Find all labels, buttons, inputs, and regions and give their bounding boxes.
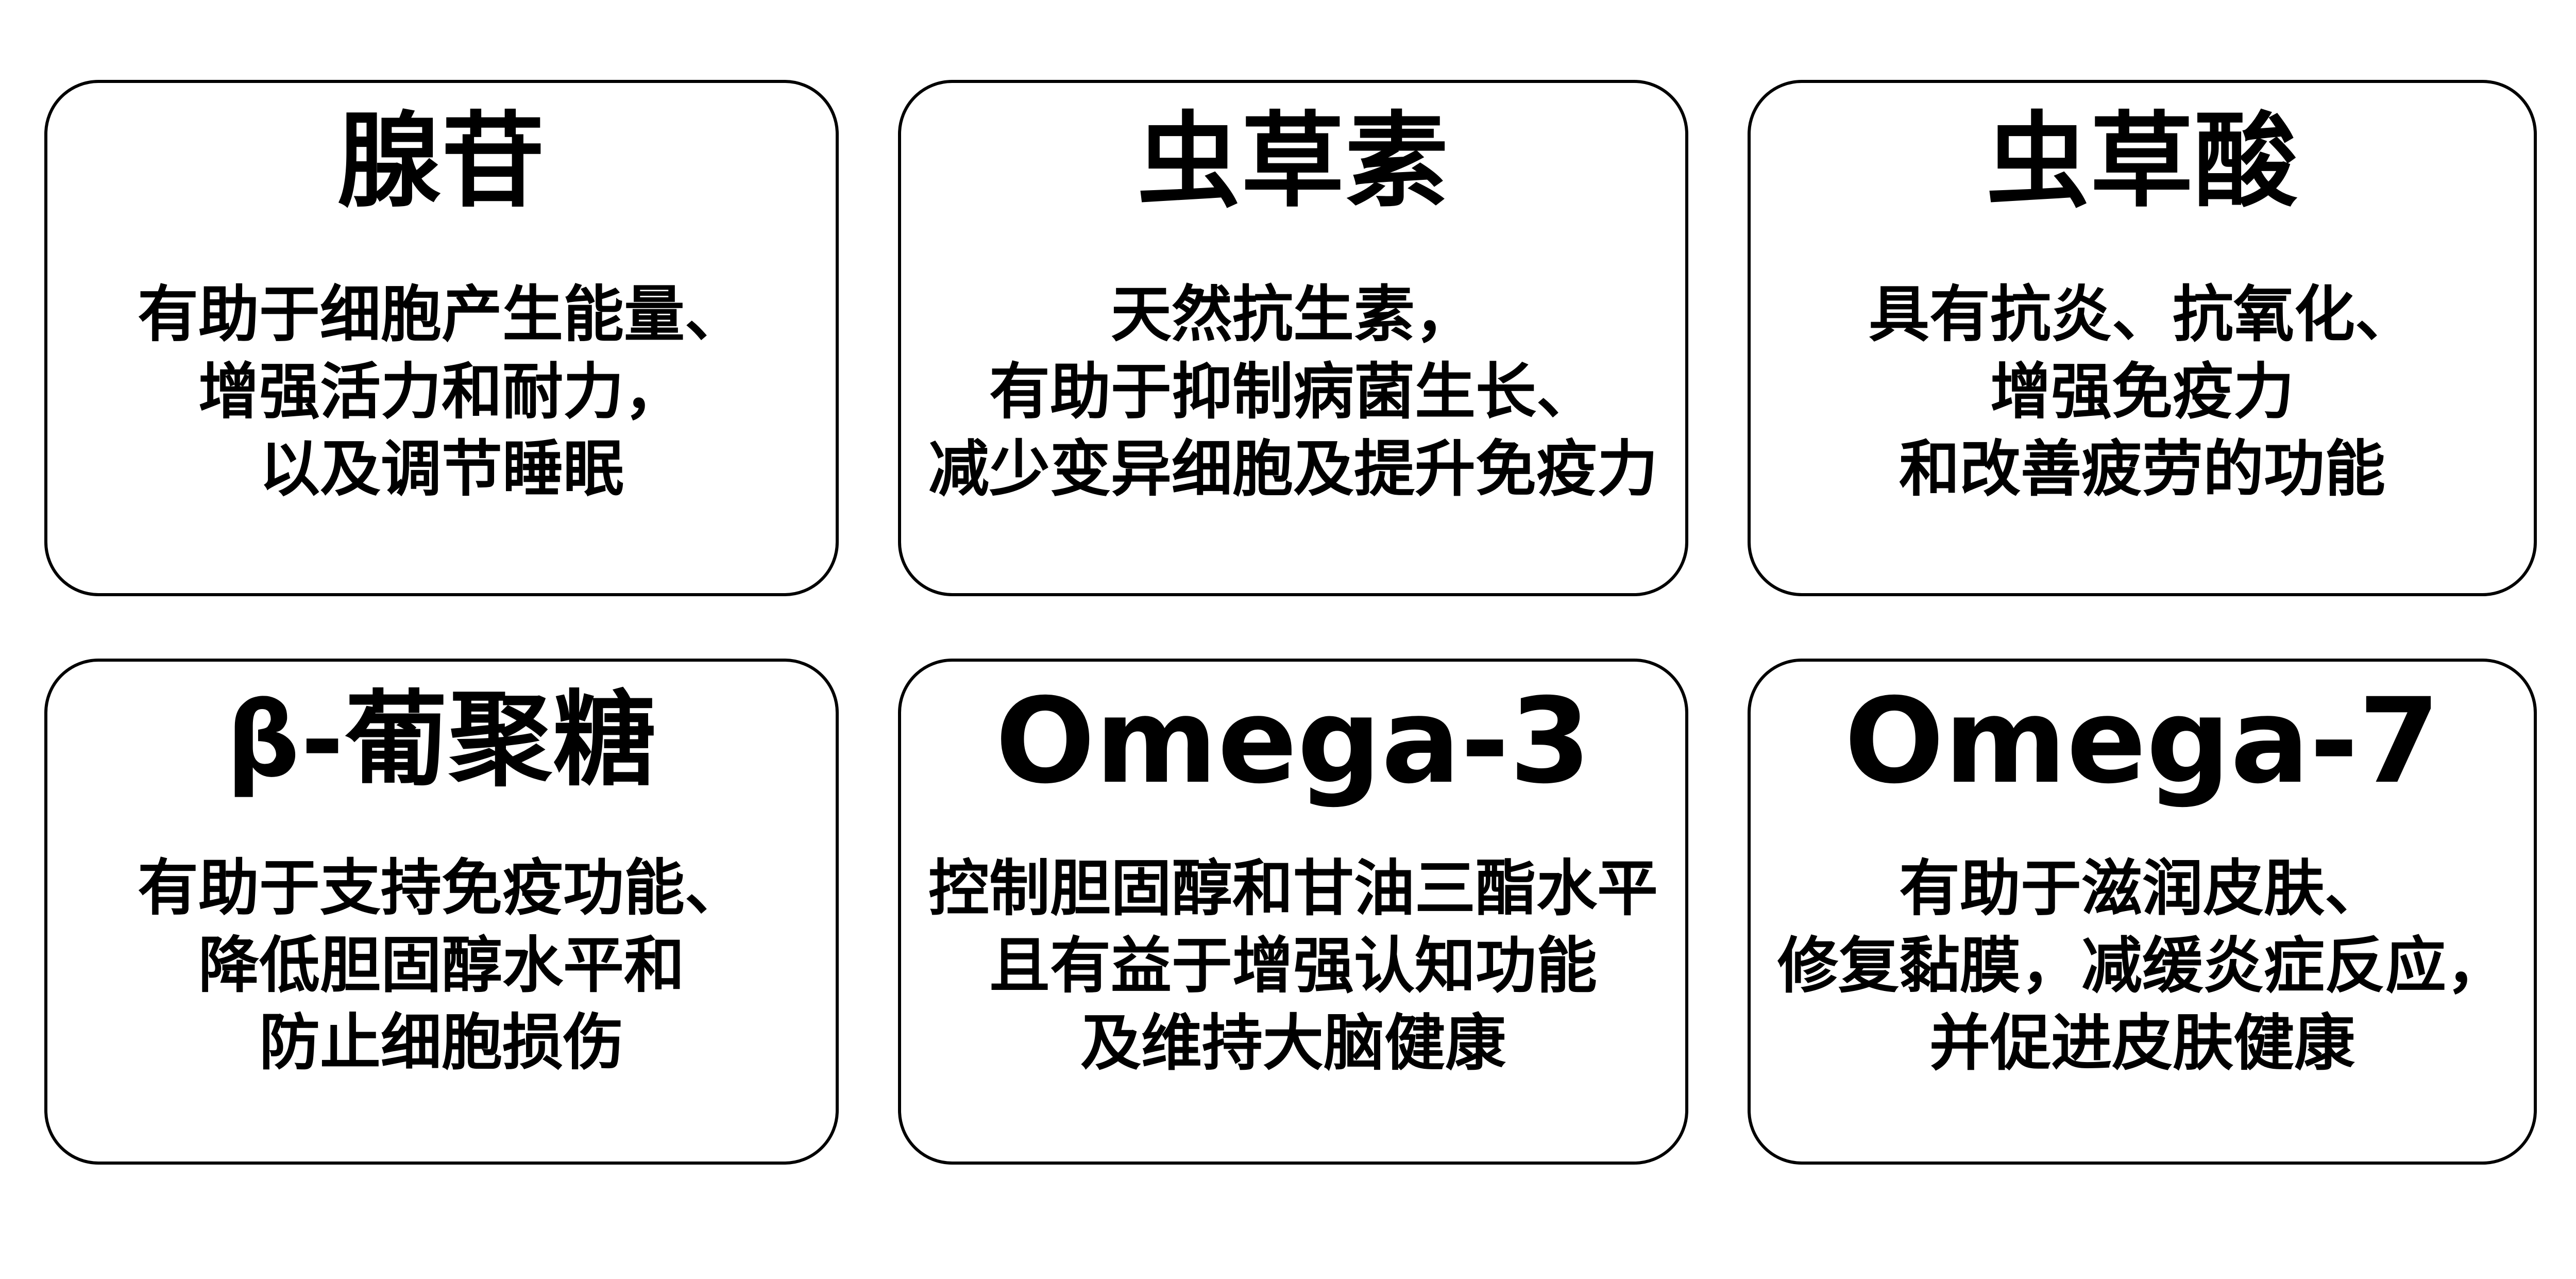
description-line: 有助于支持免疫功能、	[137, 852, 745, 923]
card-description: 天然抗生素， 有助于抑制病菌生长、 减少变异细胞及提升免疫力	[928, 276, 1658, 508]
description-line: 降低胆固醇水平和	[198, 930, 685, 1001]
description-line: 有助于细胞产生能量、	[137, 279, 745, 350]
description-line: 和改善疲劳的功能	[1899, 433, 2385, 504]
description-line: 有助于抑制病菌生长、	[989, 356, 1597, 427]
description-line: 修复黏膜，减缓炎症反应，	[1777, 930, 2507, 1002]
description-line: 控制胆固醇和甘油三酯水平	[928, 853, 1658, 924]
description-line: 减少变异细胞及提升免疫力	[928, 433, 1658, 504]
description-line: 具有抗炎、抗氧化、	[1868, 279, 2416, 350]
card-beta-glucan: β-葡聚糖 有助于支持免疫功能、 降低胆固醇水平和 防止细胞损伤	[44, 659, 839, 1165]
description-line: 以及调节睡眠	[259, 433, 624, 504]
card-cordycepin: 虫草素 天然抗生素， 有助于抑制病菌生长、 减少变异细胞及提升免疫力	[898, 80, 1688, 596]
description-line: 并促进皮肤健康	[1929, 1007, 2355, 1079]
description-line: 防止细胞损伤	[259, 1007, 624, 1078]
card-description: 有助于细胞产生能量、 增强活力和耐力， 以及调节睡眠	[138, 276, 745, 508]
card-description: 有助于支持免疫功能、 降低胆固醇水平和 防止细胞损伤	[138, 849, 745, 1081]
description-line: 且有益于增强认知功能	[989, 930, 1597, 1002]
card-description: 有助于滋润皮肤、 修复黏膜，减缓炎症反应， 并促进皮肤健康	[1777, 850, 2507, 1082]
card-omega-3: Omega-3 控制胆固醇和甘油三酯水平 且有益于增强认知功能 及维持大脑健康	[898, 659, 1688, 1165]
card-title: β-葡聚糖	[226, 680, 657, 800]
card-cordycepic-acid: 虫草酸 具有抗炎、抗氧化、 增强免疫力 和改善疲劳的功能	[1748, 80, 2537, 596]
card-title: 虫草酸	[1986, 102, 2298, 222]
card-title: Omega-7	[1844, 672, 2441, 810]
card-description: 控制胆固醇和甘油三酯水平 且有益于增强认知功能 及维持大脑健康	[928, 850, 1658, 1082]
description-line: 及维持大脑健康	[1080, 1007, 1506, 1079]
card-omega-7: Omega-7 有助于滋润皮肤、 修复黏膜，减缓炎症反应， 并促进皮肤健康	[1748, 659, 2537, 1165]
description-line: 天然抗生素，	[1110, 279, 1476, 350]
description-line: 有助于滋润皮肤、	[1899, 853, 2385, 924]
card-title: Omega-3	[995, 672, 1591, 810]
card-title: 腺苷	[337, 102, 546, 222]
card-description: 具有抗炎、抗氧化、 增强免疫力 和改善疲劳的功能	[1869, 276, 2416, 508]
description-line: 增强免疫力	[1990, 356, 2294, 427]
description-line: 增强活力和耐力，	[198, 356, 685, 427]
card-adenosine: 腺苷 有助于细胞产生能量、 增强活力和耐力， 以及调节睡眠	[44, 80, 839, 596]
card-title: 虫草素	[1137, 102, 1449, 222]
